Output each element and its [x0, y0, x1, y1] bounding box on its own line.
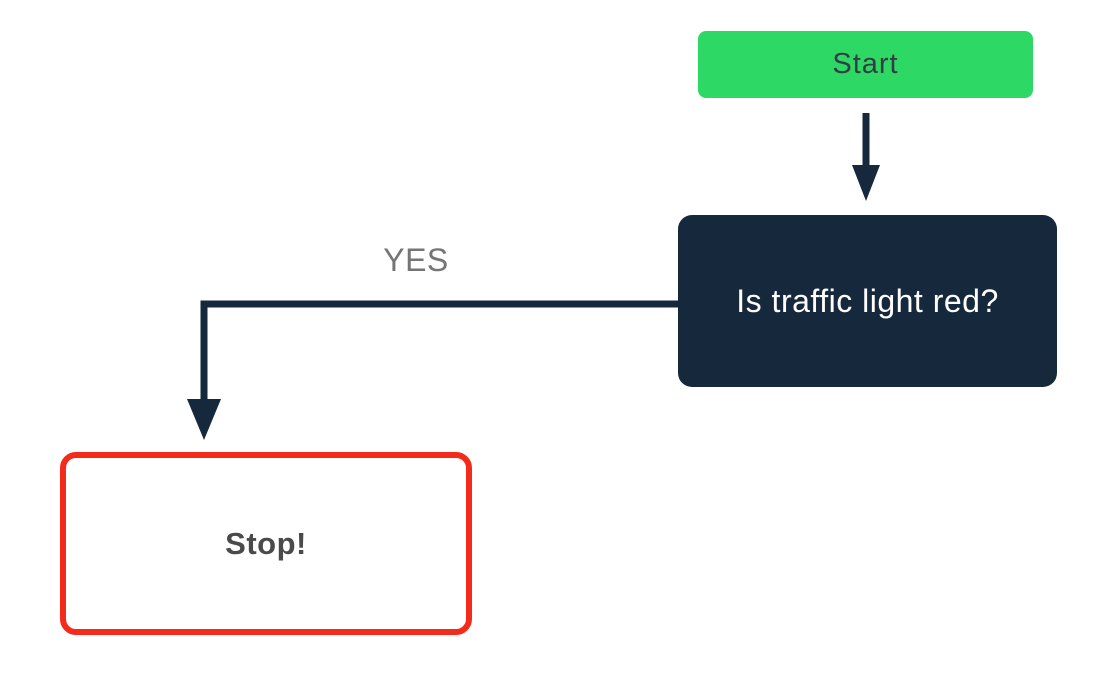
node-start-label: Start — [832, 48, 899, 80]
edge-decision-stop-elbow — [200, 300, 678, 401]
node-stop: Stop! — [60, 452, 472, 635]
edge-label-yes-text: YES — [383, 242, 449, 278]
edge-decision-to-stop — [187, 300, 678, 440]
node-decision: Is traffic light red? — [678, 215, 1057, 387]
node-decision-label: Is traffic light red? — [736, 282, 999, 319]
edge-start-to-decision — [852, 113, 880, 201]
edge-label-yes: YES — [366, 242, 466, 279]
arrowhead-down-icon — [187, 399, 221, 440]
node-stop-label: Stop! — [225, 525, 307, 561]
node-start: Start — [698, 31, 1033, 98]
arrowhead-down-icon — [852, 165, 880, 201]
